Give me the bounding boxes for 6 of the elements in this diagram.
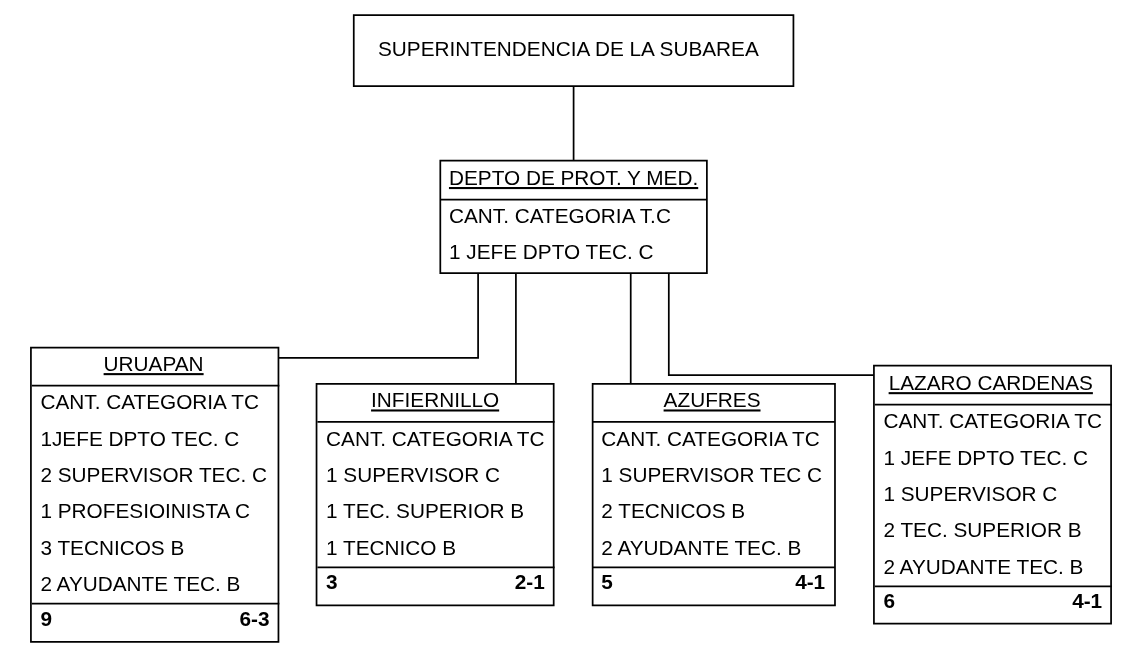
node-box: SUPERINTENDENCIA DE LA SUBAREA: [352, 14, 795, 88]
connector: [277, 272, 479, 359]
connector: [572, 85, 575, 161]
connector: [629, 272, 632, 385]
connector: [667, 272, 875, 377]
connector: [515, 272, 517, 385]
